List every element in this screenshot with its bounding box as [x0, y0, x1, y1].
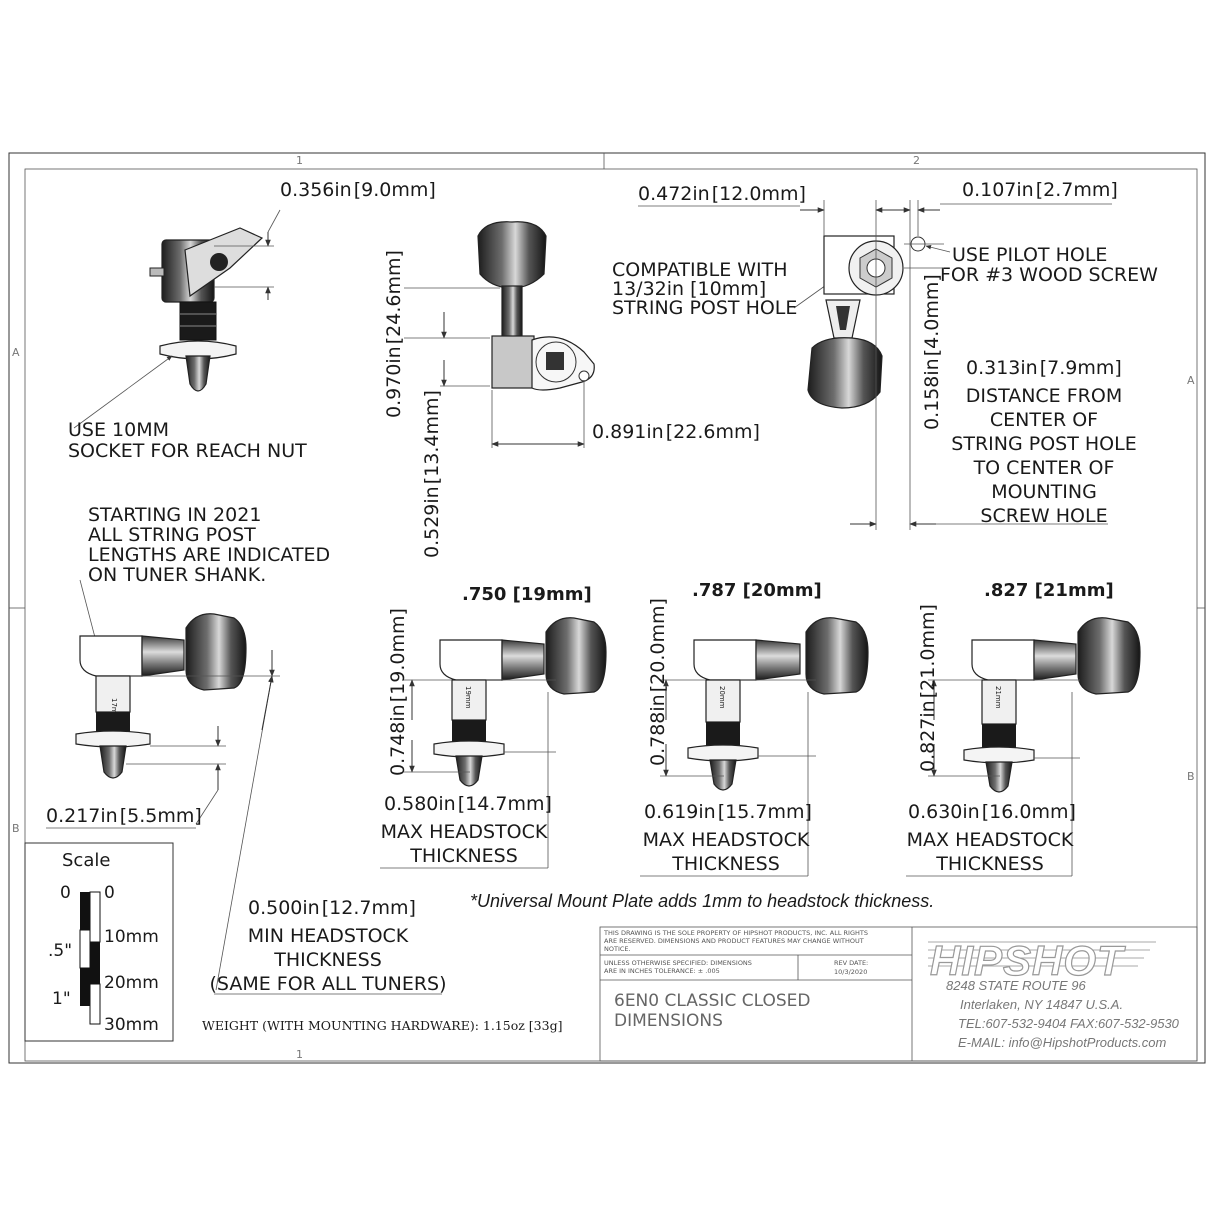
hipshot-logo: HIPSHOT [928, 936, 1156, 985]
dim-label-vertical: 0.788in[20.0mm] [647, 598, 669, 766]
dim-label: 0.356in[9.0mm] [280, 179, 436, 201]
scale-label-mm: 30mm [104, 1015, 159, 1035]
dim-label-vertical: 0.158in[4.0mm] [921, 274, 943, 430]
dim-label: 0.107in[2.7mm] [962, 179, 1118, 201]
scale-label-mm: 10mm [104, 927, 159, 947]
title-block: THIS DRAWING IS THE SOLE PROPERTY OF HIP… [599, 926, 1198, 1062]
variant-19mm: .750 [19mm] 19mm 0.748in[19.0mm] 0.580in… [380, 584, 607, 869]
tuner-top-center-view [477, 221, 595, 391]
tuner-top-right-view [807, 235, 926, 409]
shank-mark: 19mm [464, 686, 472, 709]
dim-label: 0.891in[22.6mm] [592, 421, 760, 443]
zone-label-top-2: 2 [913, 154, 920, 167]
tuner-bottom-left-view: 17mm [75, 613, 247, 779]
dim-label-vertical: 0.748in[19.0mm] [387, 608, 409, 776]
zone-label-right-a: A [1187, 374, 1195, 387]
variant-20mm: .787 [20mm] 20mm 0.788in[20.0mm] 0.619in… [640, 580, 869, 877]
dim-label: 0.500in[12.7mm] [248, 897, 416, 919]
footnote: *Universal Mount Plate adds 1mm to heads… [470, 891, 934, 911]
leader-line [73, 355, 173, 429]
dim-label: 0.580in[14.7mm] [384, 793, 552, 815]
tuner-top-left-view [149, 227, 264, 392]
leader-line [267, 209, 281, 233]
dim-label: 0.630in[16.0mm] [908, 801, 1076, 823]
scale-label-in: 1" [52, 989, 71, 1009]
zone-label-top-1: 1 [296, 154, 303, 167]
scale-label-in: .5" [48, 941, 72, 961]
shank-mark: 21mm [994, 686, 1002, 709]
dim-label: 0.472in[12.0mm] [638, 183, 806, 205]
property-note: THIS DRAWING IS THE SOLE PROPERTY OF HIP… [603, 929, 868, 953]
shank-mark: 20mm [718, 686, 726, 709]
zone-label-bottom-1: 1 [296, 1048, 303, 1061]
variant-title: .750 [19mm] [462, 584, 592, 605]
zone-label-left-b: B [12, 822, 20, 835]
dim-label: 0.313in[7.9mm] [966, 357, 1122, 379]
rev-date-label: REV DATE: [834, 959, 868, 967]
variant-title: .787 [20mm] [692, 580, 822, 601]
dim-label-vertical: 0.970in[24.6mm] [383, 250, 405, 418]
shank-mark: 17mm [110, 698, 118, 721]
dim-arrow [261, 675, 274, 731]
leader-line [925, 245, 951, 253]
dim-label: 0.619in[15.7mm] [644, 801, 812, 823]
zone-label-right-b: B [1187, 770, 1195, 783]
weight-note: WEIGHT (WITH MOUNTING HARDWARE): 1.15oz … [202, 1018, 562, 1033]
scale-label-in: 0 [60, 883, 71, 903]
leader-line [195, 789, 219, 825]
rev-date: 10/3/2020 [834, 968, 867, 976]
dim-label-vertical: 0.529in[13.4mm] [421, 390, 443, 558]
dim-label-vertical: 0.827in[21.0mm] [917, 604, 939, 772]
logo-text: HIPSHOT [930, 937, 1126, 984]
scale-title: Scale [62, 850, 110, 871]
dim-label: 0.217in[5.5mm] [46, 805, 202, 827]
variant-21mm: .827 [21mm] 21mm 0.827in[21.0mm] 0.630in… [906, 580, 1141, 877]
zone-label-left-a: A [12, 346, 20, 359]
scale-label-mm: 20mm [104, 973, 159, 993]
scale-label-mm: 0 [104, 883, 115, 903]
scale-box: Scale 0 .5" 1" 0 10mm 20mm 30mm [24, 842, 174, 1042]
variant-title: .827 [21mm] [984, 580, 1114, 601]
